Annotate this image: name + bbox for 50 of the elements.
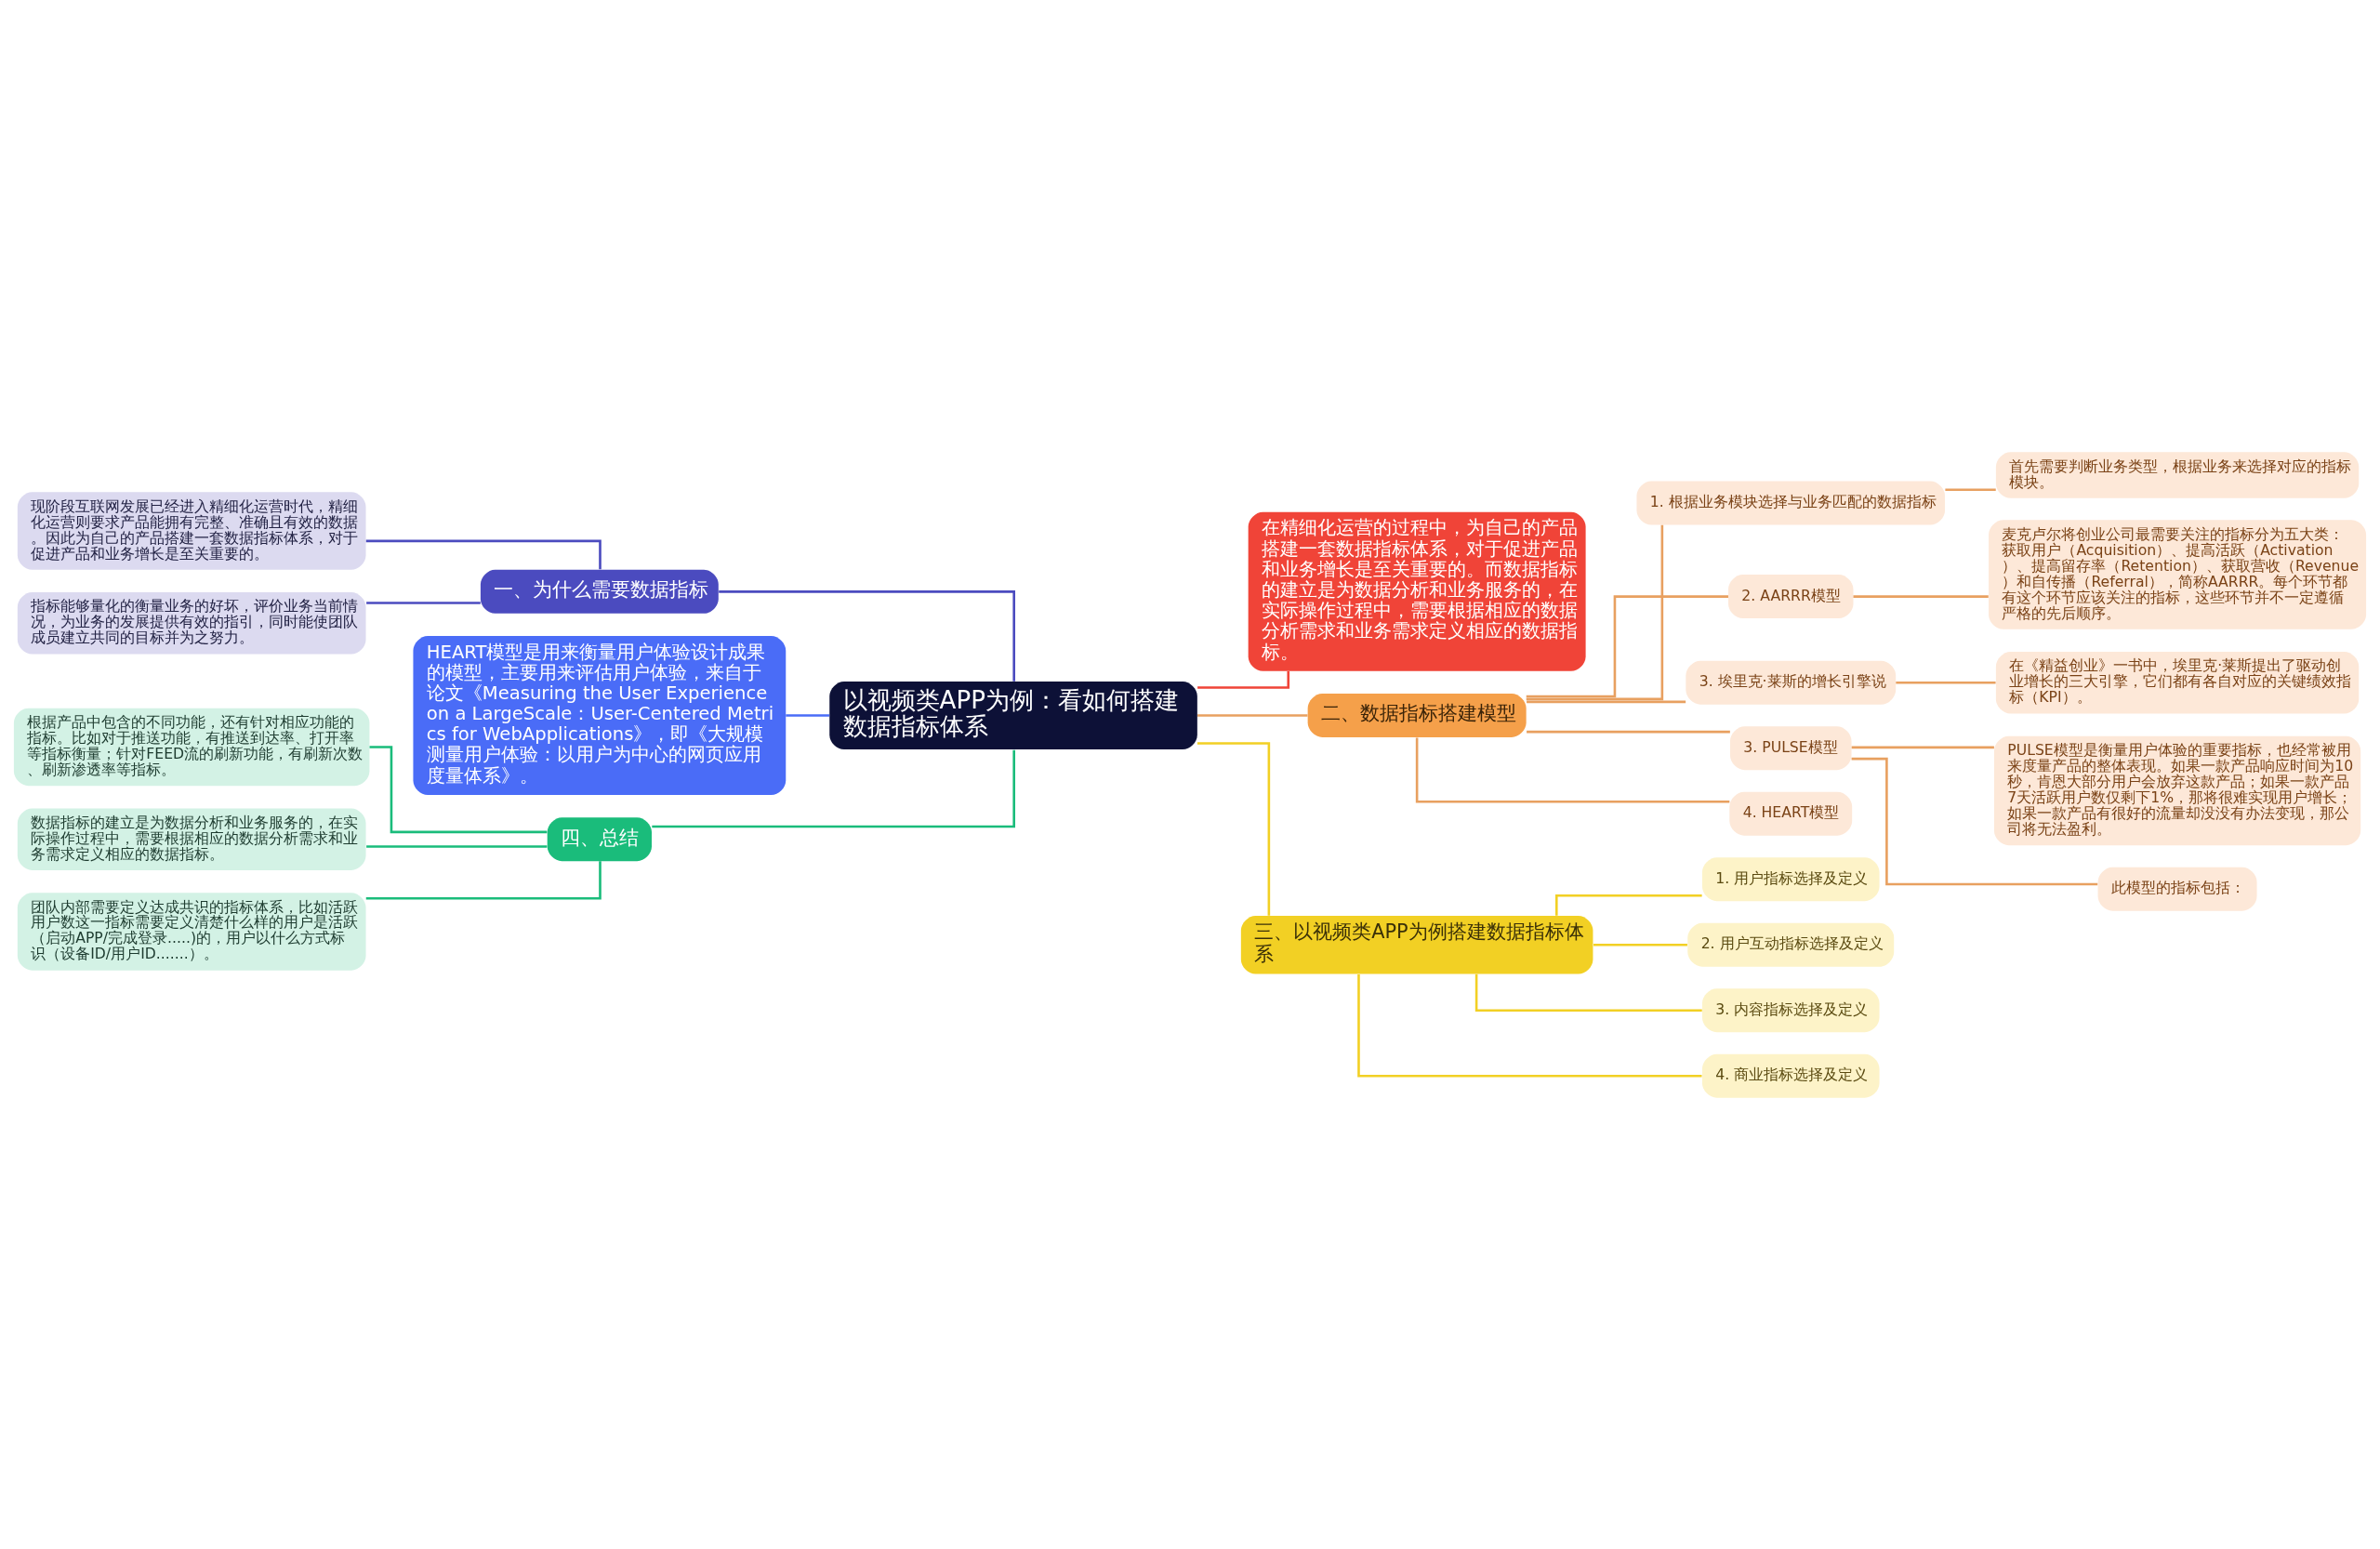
connector [1527,730,1730,733]
connector [786,713,830,717]
connector [1474,973,1702,1012]
connector [1851,746,1994,748]
node-box: 以视频类APP为例：看如何搭建数据指标体系 [829,681,1197,749]
connector [1526,524,1664,700]
connector [366,601,481,604]
node-box: 2. 用户互动指标选择及定义 [1687,922,1895,967]
node-box: 4. HEART模型 [1729,791,1853,836]
node-box: 3. PULSE模型 [1729,725,1852,770]
connector [652,749,1015,827]
connector [1853,594,1989,598]
node-box: 麦克卢尔将创业公司最需要关注的指标分为五大类：获取用户（Acquisition）、提高活跃（Activation）、提高留存率（Retention）、获取营收（Revenue）和自传播（Referral），简称AARRR。每个环节都有这个环节应该关注的指标，这些环节并不一定遵循严格的先后顺序。 [1989,519,2367,629]
node-box: 此模型的指标包括： [2097,867,2257,911]
node-box: 1. 用户指标选择及定义 [1701,856,1880,901]
connector [1197,670,1290,689]
connector [366,844,548,848]
node-box: 2. AARRR模型 [1728,574,1854,618]
node-box: HEART模型是用来衡量用户体验设计成果的模型，主要用来评估用户体验，来自于论文《Measuring the User Experience on a LargeScale：User-Centered Metrics for WebApplications》，即《大规模测量用户体验：以用户为中心的网页应用度量体系》。 [413,635,787,795]
connector [369,745,548,833]
connector [719,589,1015,682]
node-box: 现阶段互联网发展已经进入精细化运营时代，精细化运营则要求产品能拥有完整、准确且有效的数据。因此为自己的产品搭建一套数据指标体系，对于促进产品和业务增长是至关重要的。 [17,491,366,570]
node-box: 在《精益创业》一书中，埃里克·莱斯提出了驱动创业增长的三大引擎，它们都有各自对应的关键绩效指标（KPI）。 [1995,651,2360,714]
node-box: PULSE模型是衡量用户体验的重要指标，也经常被用来度量产品的整体表现。如果一款产品响应时间为10秒，肯恩大部分用户会放弃这款产品；如果一款产品7天活跃用户数仅剩下1%，那将很难实现用户增长；如果一款产品有很好的流量却没没有办法变现，那公司将无法盈利。 [1993,735,2361,845]
node-box: 1. 根据业务模块选择与业务匹配的数据指标 [1636,481,1946,525]
connector [1415,736,1730,803]
node-box: 指标能够量化的衡量业务的好坏，评价业务当前情况，为业务的发展提供有效的指引，同时能使团队成员建立共同的目标并为之努力。 [17,591,366,655]
node-box: 四、总结 [547,816,652,861]
connector [1526,594,1728,697]
node-box: 3. 内容指标选择及定义 [1701,987,1880,1032]
connector [1357,973,1702,1078]
connector [1197,741,1271,916]
connector [365,860,602,900]
node-box: 团队内部需要定义达成共识的指标体系，比如活跃用户数这一指标需要定义清楚什么样的用户是活跃（启动APP/完成登录.....)的，用户以什么方式标识（设备ID/用户ID.......）。 [17,892,366,971]
connector [1527,700,1686,703]
node-box: 4. 商业指标选择及定义 [1701,1053,1880,1098]
connector [1896,681,1996,684]
node-box: 根据产品中包含的不同功能，还有针对相应功能的指标。比如对于推送功能，有推送到达率、打开率等指标衡量；针对FEED流的刷新功能，有刷新次数、刷新渗透率等指标。 [13,708,370,786]
node-box: 数据指标的建立是为数据分析和业务服务的，在实际操作过程中，需要根据相应的数据分析需求和业务需求定义相应的数据指标。 [17,807,366,870]
node-box: 首先需要判断业务类型，根据业务来选择对应的指标模块。 [1995,451,2360,498]
node-box: 三、以视频类APP为例搭建数据指标体系 [1240,915,1593,974]
connector [1197,713,1308,717]
node-box: 二、数据指标搭建模型 [1307,693,1527,737]
node-box: 在精细化运营的过程中，为自己的产品搭建一套数据指标体系，对于促进产品和业务增长是至关重要的。而数据指标的建立是为数据分析和业务服务的，在实际操作过程中，需要根据相应的数据分析需求和业务需求定义相应的数据指标。 [1248,511,1586,671]
connector [1554,894,1702,916]
connector [1851,757,2098,885]
connector [1945,487,1996,491]
node-box: 一、为什么需要数据指标 [480,569,719,614]
connector [1593,943,1687,947]
node-box: 3. 埃里克·莱斯的增长引擎说 [1686,660,1897,705]
